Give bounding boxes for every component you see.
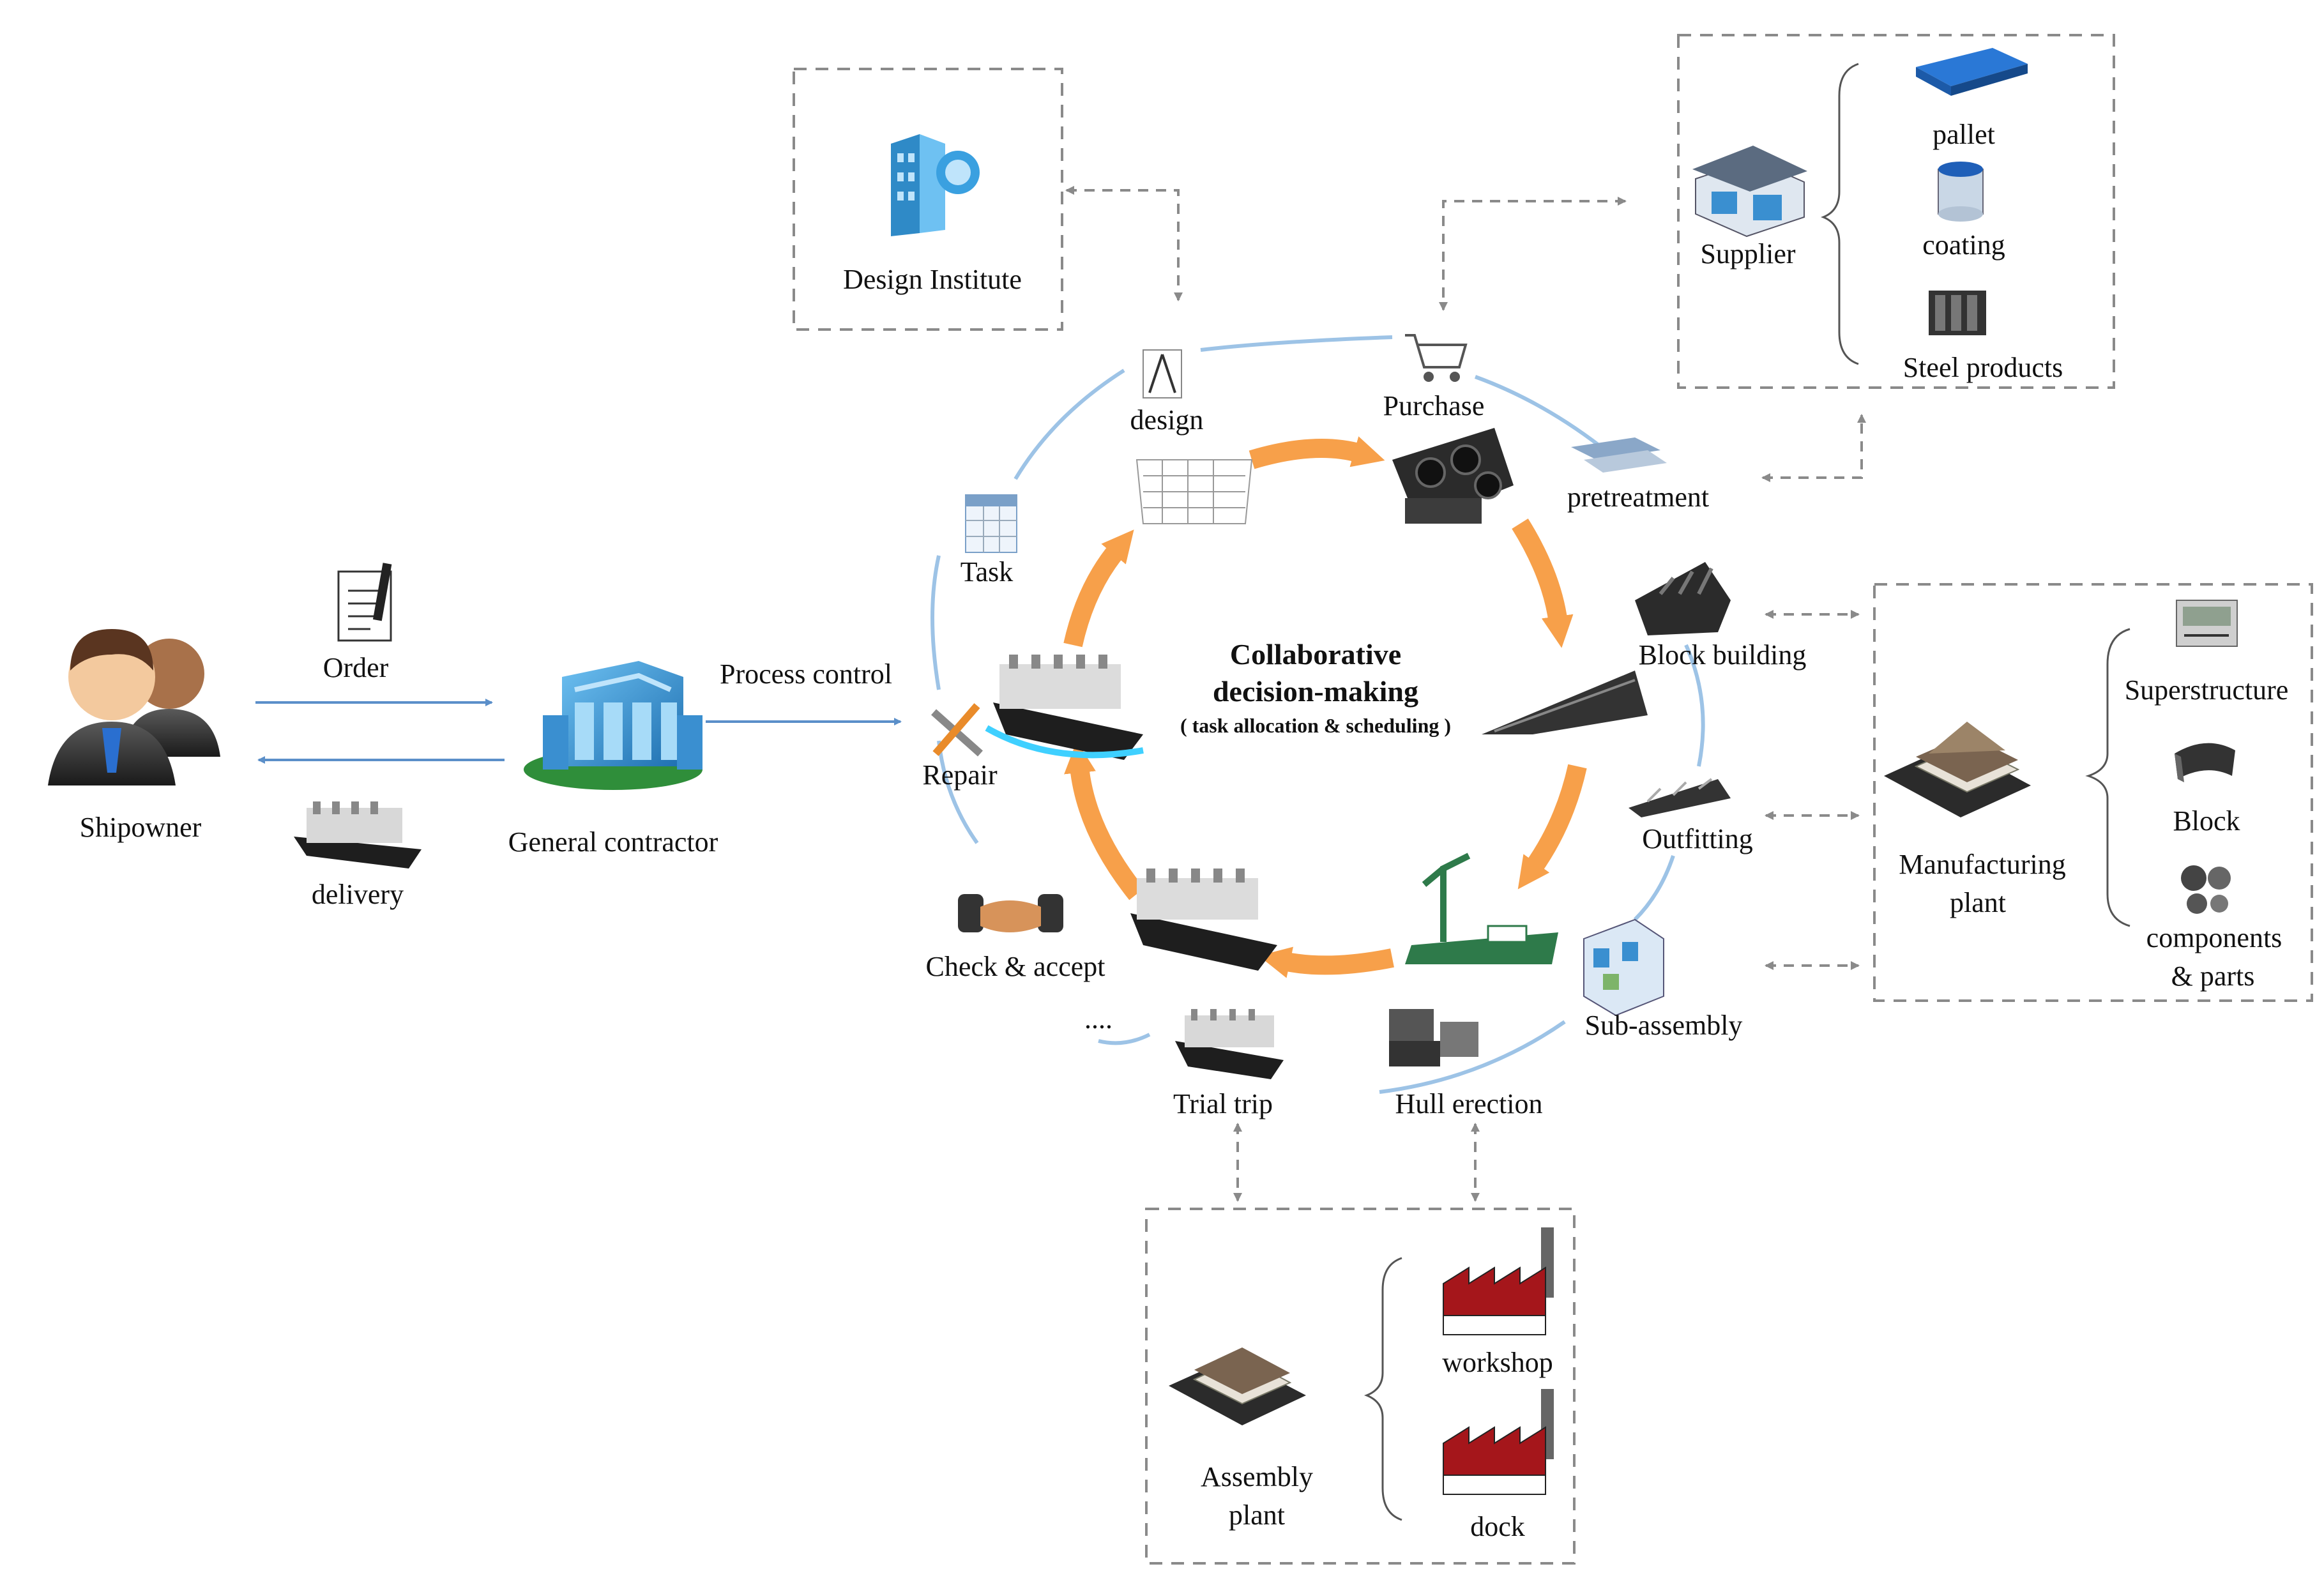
general-contractor-group: General contractor [508, 661, 718, 858]
hull-erection-label: Hull erection [1395, 1088, 1543, 1119]
pretreatment-node: pretreatment [1567, 437, 1709, 513]
components-icon [2181, 865, 2231, 914]
purchase-label: Purchase [1383, 390, 1485, 421]
drafting-compass-icon [1143, 349, 1182, 398]
design-institute-link [1065, 186, 1183, 301]
assembly-brace [1363, 1257, 1402, 1521]
center-subtitle: ( task allocation & scheduling ) [1180, 714, 1451, 737]
supplier-box: Supplier pallet coating Steel products [1677, 34, 2115, 389]
repair-node: Repair [922, 655, 1144, 791]
center-title-line1: Collaborative [1230, 638, 1401, 671]
supplier-label: Supplier [1700, 238, 1795, 269]
pallet-label: pallet [1933, 119, 1995, 150]
purchase-node: Purchase [1383, 334, 1514, 524]
steel-products-label: Steel products [1903, 352, 2063, 383]
steel-plates-icon [1571, 437, 1667, 473]
pallet-icon [1916, 48, 2028, 96]
factory-icon [1884, 722, 2031, 817]
manufacturing-plant-label-line2: plant [1950, 887, 2006, 918]
design-institute-box: Design Institute [793, 68, 1063, 331]
supplier-brace [1820, 63, 1859, 365]
assembly-plant-box: Assembly plant workshop dock [1145, 1208, 1576, 1565]
crane-icon [1405, 853, 1558, 964]
center-label: Collaborative decision-making ( task all… [1180, 638, 1451, 737]
shipowner-label: Shipowner [80, 812, 202, 843]
manufacturing-brace [2085, 628, 2130, 927]
center-title-line2: decision-making [1213, 675, 1418, 708]
manufacturing-plant-label-line1: Manufacturing [1899, 849, 2065, 880]
assembly-factory-icon [1169, 1347, 1306, 1425]
steel-pipes-icon [1392, 428, 1514, 524]
coating-label: coating [1922, 229, 2005, 261]
delivery-label: delivery [312, 879, 404, 910]
parts-label: & parts [2171, 960, 2255, 992]
process-control-label: Process control [720, 658, 892, 690]
task-label: Task [961, 556, 1013, 588]
order-label: Order [323, 652, 389, 683]
superstructure-icon [2176, 600, 2238, 647]
dock-label: dock [1470, 1511, 1525, 1542]
trial-trip-node: Trial trip [1173, 1009, 1284, 1119]
dock-icon [1443, 1389, 1554, 1495]
cycle-ring [930, 335, 1705, 1094]
delivery-group: delivery [294, 801, 422, 910]
shopping-cart-icon [1405, 334, 1468, 382]
repair-ship-icon [985, 655, 1144, 760]
supplier-purchase-link [1439, 197, 1627, 311]
repair-label: Repair [922, 759, 998, 791]
building-icon [524, 661, 703, 790]
hull-erection-node: Hull erection [1389, 1009, 1542, 1119]
block-building-label: Block building [1639, 639, 1807, 671]
trial-ship-icon [1175, 1009, 1284, 1079]
general-contractor-label: General contractor [508, 826, 718, 858]
block-building-node: Block building [1482, 562, 1806, 734]
assembly-plant-label-line1: Assembly [1201, 1461, 1313, 1492]
document-icon [337, 563, 392, 642]
orange-cycle-arrows [1063, 436, 1587, 978]
office-building-icon [891, 134, 980, 236]
stacked-blocks-icon [1389, 1009, 1478, 1066]
outfitting-icon [1629, 778, 1731, 817]
ship-blueprint-icon [1135, 459, 1253, 524]
ship-hull-section-icon [1482, 671, 1648, 734]
components-label: components [2146, 922, 2282, 953]
check-accept-label: Check & accept [926, 951, 1105, 982]
block-icon [2175, 743, 2235, 782]
outfitting-node: Outfitting [1629, 778, 1753, 854]
hull-block-icon [1635, 562, 1731, 635]
wrench-screwdriver-icon [931, 703, 983, 757]
order-group: Order [323, 563, 392, 683]
finished-ship-icon [1130, 869, 1277, 971]
sub-assembly-node: Sub-assembly [1405, 853, 1743, 1041]
steel-beams-icon [1929, 291, 1986, 335]
shipowner-icon [48, 629, 220, 785]
check-accept-node: Check & accept [926, 869, 1277, 982]
task-node: Task [961, 494, 1017, 588]
design-node: design [1130, 349, 1253, 524]
sub-assembly-icon [1583, 918, 1664, 1017]
superstructure-label: Superstructure [2125, 674, 2289, 706]
task-sheet-icon [965, 494, 1017, 553]
workshop-icon [1443, 1227, 1554, 1335]
design-label: design [1130, 404, 1204, 436]
supplier-pretreatment-link [1761, 414, 1866, 482]
shipowner-group: Shipowner [48, 629, 220, 843]
handshake-icon [958, 894, 1063, 932]
outfitting-label: Outfitting [1642, 823, 1753, 854]
ship-icon [294, 801, 422, 869]
trial-trip-label: Trial trip [1173, 1088, 1273, 1119]
sub-assembly-label: Sub-assembly [1585, 1010, 1743, 1041]
warehouse-icon [1692, 146, 1807, 238]
ellipsis-label: .... [1084, 1003, 1113, 1035]
workshop-label: workshop [1442, 1347, 1553, 1378]
manufacturing-plant-box: Manufacturing plant Superstructure Block… [1873, 583, 2313, 1002]
assembly-plant-label-line2: plant [1229, 1499, 1285, 1531]
block-label: Block [2173, 805, 2240, 837]
pretreatment-label: pretreatment [1567, 482, 1709, 513]
paint-can-icon [1938, 162, 1984, 222]
design-institute-label: Design Institute [843, 264, 1022, 295]
